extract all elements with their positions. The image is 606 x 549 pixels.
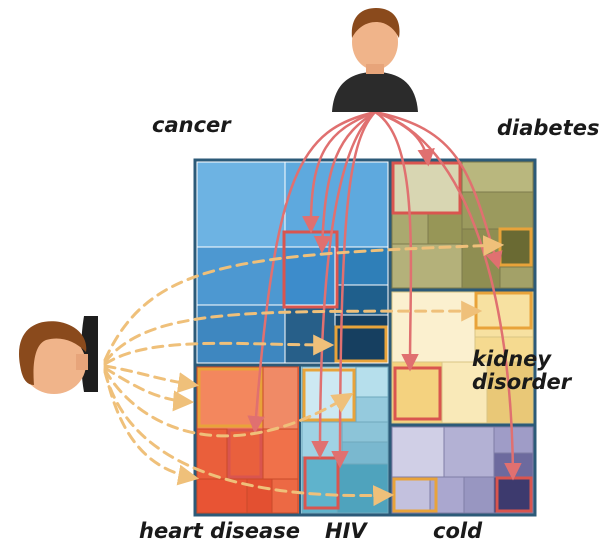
kidney-disorder-label-line1: kidney bbox=[472, 348, 571, 371]
cancer-region bbox=[195, 160, 390, 365]
male-user-icon bbox=[332, 8, 418, 112]
kidney-disorder-label-line2: disorder bbox=[472, 371, 571, 394]
heart-disease-region bbox=[195, 365, 300, 515]
kidney-disorder-label: kidney disorder bbox=[472, 348, 571, 394]
female-user-icon bbox=[19, 316, 98, 394]
diabetes-label: diabetes bbox=[497, 117, 599, 140]
cold-label: cold bbox=[433, 520, 482, 543]
cancer-label: cancer bbox=[152, 114, 231, 137]
heart-disease-label: heart disease bbox=[139, 520, 300, 543]
hiv-label: HIV bbox=[325, 520, 367, 543]
